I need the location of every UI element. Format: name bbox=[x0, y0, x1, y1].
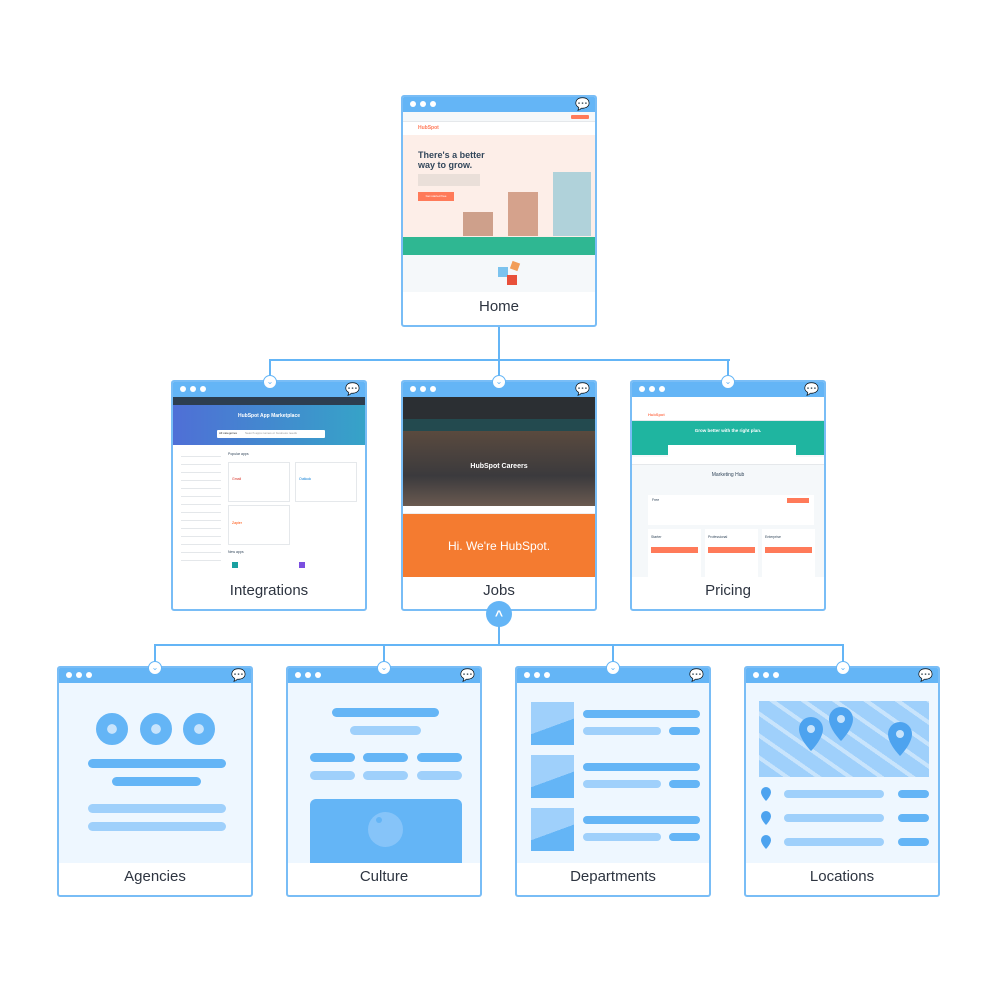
connector bbox=[154, 644, 844, 646]
connector bbox=[498, 612, 500, 646]
plan-name: Professional bbox=[708, 535, 728, 539]
chat-icon: 💬 bbox=[918, 668, 933, 682]
window-bar: 💬 bbox=[403, 382, 595, 397]
home-headline: There's a better way to grow. bbox=[418, 150, 485, 170]
node-locations[interactable]: 💬 Locations bbox=[744, 666, 940, 897]
chat-icon: 💬 bbox=[460, 668, 475, 682]
jobs-banner: Hi. We're HubSpot. bbox=[447, 539, 551, 553]
node-home[interactable]: 💬 HubSpot There's a better way to grow. … bbox=[401, 95, 597, 327]
image-icon bbox=[531, 808, 574, 851]
home-cta: Get started free bbox=[418, 192, 454, 201]
connector bbox=[842, 644, 844, 668]
departments-wireframe bbox=[517, 683, 709, 863]
node-label: Pricing bbox=[705, 582, 751, 599]
map-pin-icon bbox=[761, 787, 771, 849]
pricing-headline: Grow better with the right plan. bbox=[694, 428, 762, 433]
image-icon bbox=[531, 702, 574, 745]
connector bbox=[727, 359, 729, 383]
jobs-screenshot: HubSpot Careers Hi. We're HubSpot. bbox=[403, 397, 595, 577]
image-icon bbox=[531, 755, 574, 798]
pricing-screenshot: HubSpot Grow better with the right plan.… bbox=[632, 397, 824, 577]
chevron-down-icon[interactable]: ⌄ bbox=[721, 375, 735, 389]
node-pricing[interactable]: 💬 HubSpot Grow better with the right pla… bbox=[630, 380, 826, 611]
node-label: Home bbox=[478, 298, 519, 315]
node-integrations[interactable]: 💬 HubSpot App Marketplace All categories… bbox=[171, 380, 367, 611]
chevron-down-icon[interactable]: ⌄ bbox=[836, 661, 850, 675]
agencies-wireframe bbox=[59, 683, 251, 863]
chat-icon: 💬 bbox=[575, 382, 590, 396]
chevron-down-icon[interactable]: ⌄ bbox=[606, 661, 620, 675]
chevron-down-icon[interactable]: ⌄ bbox=[148, 661, 162, 675]
chevron-down-icon[interactable]: ⌄ bbox=[492, 375, 506, 389]
chat-icon: 💬 bbox=[231, 668, 246, 682]
connector bbox=[269, 359, 271, 383]
chevron-down-icon[interactable]: ⌄ bbox=[263, 375, 277, 389]
image-icon bbox=[368, 812, 403, 847]
chat-icon: 💬 bbox=[345, 382, 360, 396]
node-jobs[interactable]: 💬 HubSpot Careers Hi. We're HubSpot. Job… bbox=[401, 380, 597, 611]
collapse-chevron-up-button[interactable]: ^ bbox=[486, 601, 512, 627]
node-label: Jobs bbox=[483, 582, 515, 599]
node-label: Agencies bbox=[124, 868, 186, 885]
marketplace-title: HubSpot App Marketplace bbox=[237, 413, 301, 419]
window-bar: 💬 bbox=[746, 668, 938, 683]
window-bar: 💬 bbox=[517, 668, 709, 683]
node-label: Departments bbox=[570, 868, 656, 885]
careers-hero-title: HubSpot Careers bbox=[470, 463, 528, 470]
integrations-screenshot: HubSpot App Marketplace All categories S… bbox=[173, 397, 365, 577]
node-label: Integrations bbox=[229, 582, 309, 599]
window-bar: 💬 bbox=[59, 668, 251, 683]
locations-wireframe bbox=[746, 683, 938, 863]
plan-name: Free bbox=[652, 498, 660, 502]
plan-name: Starter bbox=[651, 535, 662, 539]
category-filter: All categories bbox=[219, 431, 238, 435]
connector bbox=[383, 644, 385, 668]
window-bar: 💬 bbox=[403, 97, 595, 112]
window-bar: 💬 bbox=[288, 668, 480, 683]
app-name: Outlook bbox=[299, 477, 312, 481]
app-name: Zapier bbox=[232, 521, 242, 525]
chat-icon: 💬 bbox=[689, 668, 704, 682]
hub-title: Marketing Hub bbox=[711, 472, 745, 478]
window-bar: 💬 bbox=[632, 382, 824, 397]
node-label: Culture bbox=[359, 868, 409, 885]
map-pin-icon bbox=[799, 707, 912, 756]
popular-apps-heading: Popular apps bbox=[228, 452, 249, 456]
node-departments[interactable]: 💬 Departments bbox=[515, 666, 711, 897]
node-label: Locations bbox=[809, 868, 875, 885]
connector bbox=[498, 359, 500, 383]
plan-name: Enterprise bbox=[765, 535, 781, 539]
home-screenshot: HubSpot There's a better way to grow. Ge… bbox=[403, 112, 595, 292]
chevron-down-icon[interactable]: ⌄ bbox=[377, 661, 391, 675]
connector bbox=[612, 644, 614, 668]
search-input: Search apps names or business needs bbox=[245, 431, 297, 435]
node-culture[interactable]: 💬 Culture bbox=[286, 666, 482, 897]
node-agencies[interactable]: 💬 Agencies bbox=[57, 666, 253, 897]
window-bar: 💬 bbox=[173, 382, 365, 397]
connector bbox=[498, 326, 500, 360]
chat-icon: 💬 bbox=[804, 382, 819, 396]
new-apps-heading: New apps bbox=[228, 550, 244, 554]
app-name: Gmail bbox=[232, 477, 242, 481]
connector bbox=[154, 644, 156, 668]
culture-wireframe bbox=[288, 683, 480, 863]
chat-icon: 💬 bbox=[575, 97, 590, 111]
